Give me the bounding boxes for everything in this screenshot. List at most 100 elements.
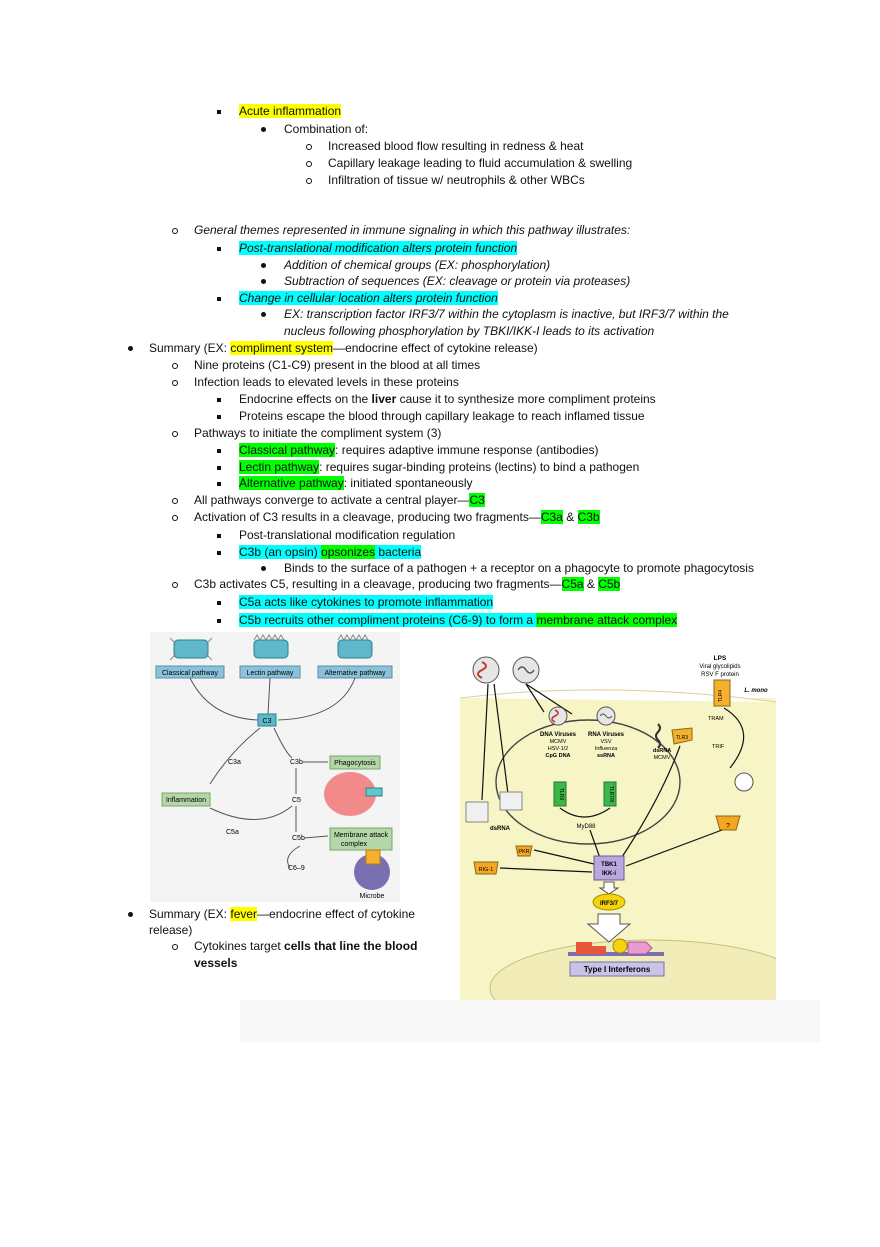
bullet xyxy=(168,576,182,592)
list-item: Post-translational modification regulati… xyxy=(239,528,456,542)
dna-viruses-label: DNA Viruses xyxy=(540,732,577,738)
rig1-label: RIG-1 xyxy=(479,867,494,873)
list-item: Infection leads to elevated levels in th… xyxy=(194,375,459,389)
complement-diagram: Classical pathway Lectin pathway Alterna… xyxy=(150,632,400,902)
c69-label: C6–9 xyxy=(288,865,305,872)
inflammation-label: Inflammation xyxy=(166,797,206,804)
bullet xyxy=(168,357,182,373)
c5a-label: C5a xyxy=(226,829,239,836)
bullet xyxy=(212,544,226,560)
bullet xyxy=(168,222,182,238)
bullet xyxy=(212,442,226,458)
bullet xyxy=(212,290,226,306)
bullet xyxy=(256,273,270,289)
list-item: Capillary leakage leading to fluid accum… xyxy=(328,156,633,170)
trif-label: TRIF xyxy=(712,744,725,750)
phagocyte-icon xyxy=(324,772,376,816)
scan-shadow xyxy=(240,1000,820,1042)
vsv-label: VSV xyxy=(600,739,611,745)
list-item: All pathways converge to activate a cent… xyxy=(194,493,485,507)
list-item: Proteins escape the blood through capill… xyxy=(239,409,645,423)
list-item: Lectin pathway: requires sugar-binding p… xyxy=(239,460,640,474)
list-item-cont: nucleus following phosphorylation by TBK… xyxy=(284,324,655,338)
pathogen-icon xyxy=(337,634,373,659)
unknown-sensor xyxy=(715,815,741,831)
hsv-label: HSV-1/2 xyxy=(548,746,568,752)
virus-icon xyxy=(472,656,500,684)
cpg-label: CpG DNA xyxy=(545,753,570,759)
c3a-label: C3a xyxy=(228,759,241,766)
virus-icon xyxy=(465,801,489,823)
list-item: C5a acts like cytokines to promote infla… xyxy=(239,595,494,609)
microbe-icon xyxy=(354,854,390,890)
fever-summary: Summary (EX: fever—endocrine effect of c… xyxy=(149,907,415,921)
tlr9-receptor xyxy=(553,781,567,807)
tbk1-label: TBK1 xyxy=(601,862,617,868)
c5b-label: C5b xyxy=(292,835,305,842)
ssrna-label: ssRNA xyxy=(597,753,615,759)
bullet xyxy=(168,425,182,441)
themes-intro: General themes represented in immune sig… xyxy=(194,223,631,237)
endosome xyxy=(495,719,681,845)
ikki-label: IKK-i xyxy=(602,871,616,877)
bullet xyxy=(256,121,270,137)
c3b-label: C3b xyxy=(290,759,303,766)
list-item: Pathways to initiate the compliment syst… xyxy=(194,426,442,440)
dsrna2-label: dsRNA xyxy=(490,826,511,832)
c3-label: C3 xyxy=(263,718,272,725)
influenza-label: Influenza xyxy=(595,746,618,752)
bullet xyxy=(212,594,226,610)
bullet xyxy=(302,138,316,154)
bullet xyxy=(168,374,182,390)
interferon-signaling-diagram: LPS Viral glycolipids RSV F protein TLR4… xyxy=(460,650,776,1000)
bullet xyxy=(123,340,137,356)
irf-factor xyxy=(592,893,626,911)
acute-combo: Combination of: xyxy=(284,122,369,136)
list-item: C5b recruits other compliment proteins (… xyxy=(239,613,678,627)
tlr4-label: TLR4 xyxy=(718,690,724,702)
list-item: C3b activates C5, resulting in a cleavag… xyxy=(194,577,621,591)
tlr9-label: TLR9 xyxy=(558,788,564,800)
list-item: Activation of C3 results in a cleavage, … xyxy=(194,510,600,524)
bullet xyxy=(168,938,182,954)
list-item: C3b (an opsin) opsonizes bacteria xyxy=(239,545,422,559)
transcription-factor xyxy=(576,942,592,954)
list-item: EX: transcription factor IRF3/7 within t… xyxy=(284,307,729,321)
classical-pathway-label: Classical pathway xyxy=(162,670,219,677)
pathogen-icon xyxy=(253,634,289,659)
dsrna-label: dsRNA xyxy=(653,748,671,754)
bullet xyxy=(212,103,226,119)
phagocytosis-label: Phagocytosis xyxy=(334,760,376,767)
bullet xyxy=(123,906,137,922)
bullet xyxy=(302,155,316,171)
bullet xyxy=(212,612,226,628)
alternative-pathway-label: Alternative pathway xyxy=(324,670,386,677)
bullet xyxy=(168,509,182,525)
bullet xyxy=(256,560,270,576)
fever-target-cont: vessels xyxy=(194,956,238,970)
fever-summary-cont: release) xyxy=(149,923,193,937)
list-item: Infiltration of tissue w/ neutrophils & … xyxy=(328,173,585,187)
list-item: Nine proteins (C1-C9) present in the blo… xyxy=(194,358,481,372)
lmono-label: L. mono xyxy=(744,688,768,694)
pkr-label: PKR xyxy=(518,849,529,855)
microbe-label: Microbe xyxy=(360,893,385,900)
tlr3-label: TLR3 xyxy=(676,735,688,741)
bullet xyxy=(256,306,270,322)
list-item: Increased blood flow resulting in rednes… xyxy=(328,139,584,153)
list-item: Endocrine effects on the liver cause it … xyxy=(239,392,656,406)
dna-strand xyxy=(568,952,664,956)
pathogen-icon xyxy=(169,637,213,661)
viral-glycolipids-label: Viral glycolipids xyxy=(699,664,740,670)
mcmv-label: MCMV xyxy=(550,739,567,745)
rna-viruses-label: RNA Viruses xyxy=(588,732,625,738)
list-item: Alternative pathway: initiated spontaneo… xyxy=(239,476,473,490)
fever-target: Cytokines target cells that line the blo… xyxy=(194,939,418,953)
bullet xyxy=(212,527,226,543)
tlr78-label: TLR7/8 xyxy=(608,786,614,803)
themes-loc: Change in cellular location alters prote… xyxy=(239,291,498,305)
mcmv2-label: MCMV xyxy=(654,755,671,761)
bullet xyxy=(302,172,316,188)
rig1-shape xyxy=(473,861,499,875)
list-item: Addition of chemical groups (EX: phospho… xyxy=(284,258,551,272)
